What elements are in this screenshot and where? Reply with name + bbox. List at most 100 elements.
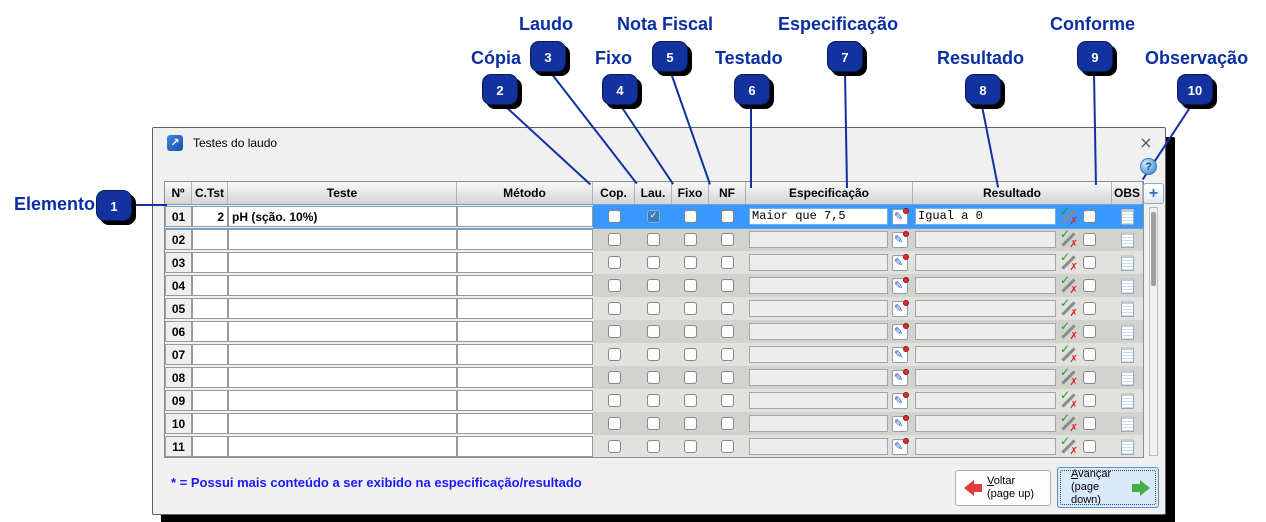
metodo-field[interactable] <box>457 413 593 434</box>
especificacao-field[interactable] <box>749 231 888 248</box>
conforme-toggle-icon[interactable]: ✓✗ <box>1060 342 1078 365</box>
conforme-toggle-icon[interactable]: ✓✗ <box>1060 227 1078 250</box>
obs-note-icon[interactable] <box>1121 300 1134 317</box>
obs-note-icon[interactable] <box>1121 254 1134 271</box>
ctst-field[interactable] <box>192 436 228 457</box>
cop-checkbox[interactable] <box>607 302 621 315</box>
table-row[interactable]: 07✎✓✗ <box>165 342 1143 366</box>
table-row[interactable]: 04✎✓✗ <box>165 273 1143 297</box>
resultado-field[interactable] <box>915 323 1056 340</box>
teste-field[interactable] <box>228 252 457 273</box>
conforme-toggle-icon[interactable]: ✓✗ <box>1060 250 1078 273</box>
testado-checkbox[interactable] <box>1083 210 1096 223</box>
fixo-checkbox[interactable] <box>684 233 697 246</box>
edit-especificacao-icon[interactable]: ✎ <box>892 368 909 386</box>
table-row[interactable]: 11✎✓✗ <box>165 434 1143 457</box>
especificacao-field[interactable] <box>749 323 888 340</box>
conforme-toggle-icon[interactable]: ✓✗ <box>1060 434 1078 457</box>
nf-checkbox[interactable] <box>721 256 734 269</box>
table-row[interactable]: 08✎✓✗ <box>165 365 1143 389</box>
title-bar[interactable]: ↗ Testes do laudo × <box>153 128 1165 158</box>
cop-checkbox[interactable] <box>607 279 621 292</box>
cop-checkbox[interactable] <box>607 371 621 384</box>
cop-checkbox[interactable] <box>607 394 621 407</box>
table-row[interactable]: 05✎✓✗ <box>165 296 1143 320</box>
cop-checkbox[interactable] <box>607 325 621 338</box>
fixo-checkbox[interactable] <box>684 210 697 223</box>
especificacao-field[interactable] <box>749 277 888 294</box>
edit-especificacao-icon[interactable]: ✎ <box>892 230 909 248</box>
nf-checkbox[interactable] <box>721 210 734 223</box>
testado-checkbox[interactable] <box>1083 440 1096 453</box>
table-row[interactable]: 02✎✓✗ <box>165 227 1143 251</box>
teste-field[interactable] <box>228 321 457 342</box>
obs-note-icon[interactable] <box>1121 208 1134 225</box>
edit-especificacao-icon[interactable]: ✎ <box>892 253 909 271</box>
metodo-field[interactable] <box>457 229 593 250</box>
lau-checkbox[interactable]: ✓ <box>647 210 660 223</box>
conforme-toggle-icon[interactable]: ✓✗ <box>1060 204 1078 227</box>
testado-checkbox[interactable] <box>1083 417 1096 430</box>
cop-checkbox[interactable] <box>607 440 621 453</box>
edit-especificacao-icon[interactable]: ✎ <box>892 414 909 432</box>
metodo-field[interactable] <box>457 275 593 296</box>
resultado-field[interactable] <box>915 438 1056 455</box>
edit-especificacao-icon[interactable]: ✎ <box>892 322 909 340</box>
edit-especificacao-icon[interactable]: ✎ <box>892 207 909 225</box>
teste-field[interactable] <box>228 367 457 388</box>
especificacao-field[interactable] <box>749 254 888 271</box>
obs-note-icon[interactable] <box>1121 277 1134 294</box>
lau-checkbox[interactable] <box>647 233 660 246</box>
fixo-checkbox[interactable] <box>684 256 697 269</box>
resultado-field[interactable] <box>915 277 1056 294</box>
resultado-field[interactable] <box>915 369 1056 386</box>
table-row[interactable]: 09✎✓✗ <box>165 388 1143 412</box>
obs-note-icon[interactable] <box>1121 323 1134 340</box>
close-icon[interactable]: × <box>1139 133 1153 152</box>
testado-checkbox[interactable] <box>1083 394 1096 407</box>
cop-checkbox[interactable] <box>607 233 621 246</box>
metodo-field[interactable] <box>457 252 593 273</box>
teste-field[interactable] <box>228 229 457 250</box>
testado-checkbox[interactable] <box>1083 348 1096 361</box>
fixo-checkbox[interactable] <box>684 348 697 361</box>
metodo-field[interactable] <box>457 390 593 411</box>
resultado-field[interactable]: Igual a 0 <box>915 208 1056 225</box>
lau-checkbox[interactable] <box>647 348 660 361</box>
conforme-toggle-icon[interactable]: ✓✗ <box>1060 296 1078 319</box>
add-column-button[interactable]: + <box>1143 183 1164 204</box>
cop-checkbox[interactable] <box>607 256 621 269</box>
conforme-toggle-icon[interactable]: ✓✗ <box>1060 411 1078 434</box>
metodo-field[interactable] <box>457 321 593 342</box>
resultado-field[interactable] <box>915 346 1056 363</box>
fixo-checkbox[interactable] <box>684 394 697 407</box>
metodo-field[interactable] <box>457 344 593 365</box>
teste-field[interactable]: pH (sção. 10%) <box>228 206 457 227</box>
edit-especificacao-icon[interactable]: ✎ <box>892 299 909 317</box>
especificacao-field[interactable]: Maior que 7,5 <box>749 208 888 225</box>
fixo-checkbox[interactable] <box>684 325 697 338</box>
nf-checkbox[interactable] <box>721 233 734 246</box>
table-row[interactable]: 03✎✓✗ <box>165 250 1143 274</box>
resultado-field[interactable] <box>915 231 1056 248</box>
obs-note-icon[interactable] <box>1121 369 1134 386</box>
obs-note-icon[interactable] <box>1121 231 1134 248</box>
ctst-field[interactable] <box>192 344 228 365</box>
edit-especificacao-icon[interactable]: ✎ <box>892 345 909 363</box>
cop-checkbox[interactable] <box>607 417 621 430</box>
edit-especificacao-icon[interactable]: ✎ <box>892 276 909 294</box>
testado-checkbox[interactable] <box>1083 302 1096 315</box>
nf-checkbox[interactable] <box>721 371 734 384</box>
nf-checkbox[interactable] <box>721 325 734 338</box>
ctst-field[interactable] <box>192 298 228 319</box>
fixo-checkbox[interactable] <box>684 279 697 292</box>
ctst-field[interactable] <box>192 321 228 342</box>
especificacao-field[interactable] <box>749 392 888 409</box>
testado-checkbox[interactable] <box>1083 371 1096 384</box>
especificacao-field[interactable] <box>749 415 888 432</box>
obs-note-icon[interactable] <box>1121 415 1134 432</box>
especificacao-field[interactable] <box>749 369 888 386</box>
help-icon[interactable]: ? <box>1140 158 1157 175</box>
lau-checkbox[interactable] <box>647 394 660 407</box>
